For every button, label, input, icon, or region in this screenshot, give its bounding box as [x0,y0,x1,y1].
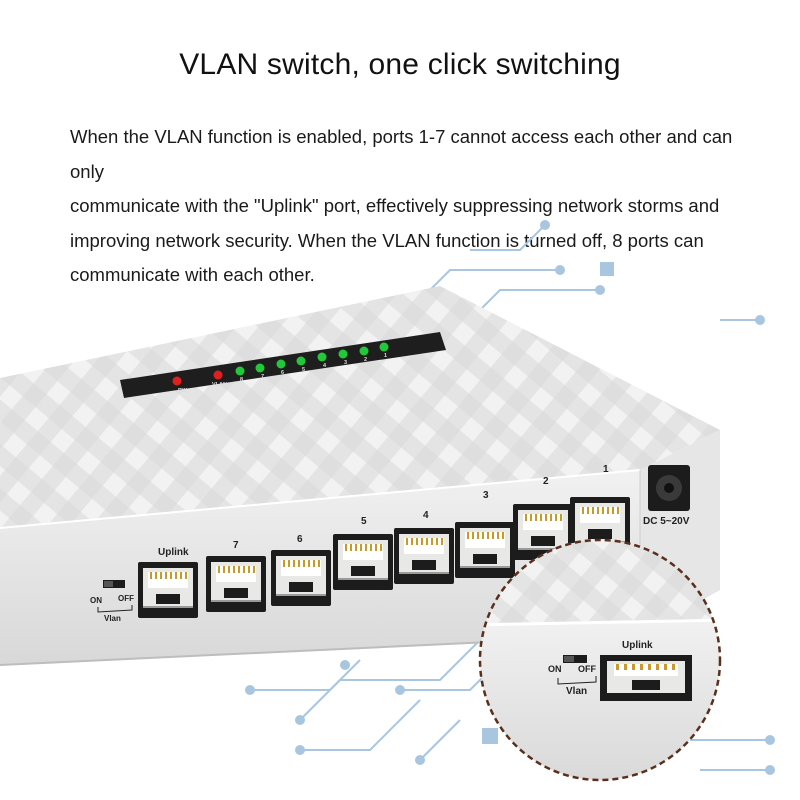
ethernet-port-6 [271,550,331,606]
description-line: improving network security. When the VLA… [70,229,704,251]
inset-on-label: ON [548,664,562,674]
description-line: When the VLAN function is enabled, ports… [70,126,733,182]
led-label: 5 [302,367,305,373]
inset-vlan-label: Vlan [566,686,587,697]
port-label: 6 [297,534,303,545]
network-switch: PW VLAN 8 7 6 5 4 3 2 1 Uplink 7 6 5 [0,286,720,666]
page-title: VLAN switch, one click switching [179,48,621,81]
ethernet-port-5 [333,534,393,590]
vlan-toggle-labels: ON OFF Vlan [90,594,134,623]
dc-power-jack [648,465,690,511]
description-line: communicate with each other. [70,264,315,285]
led-label: 3 [344,360,347,366]
led-label: PW [178,388,188,394]
ethernet-port-4 [394,528,454,584]
vlan-name-label: Vlan [104,614,121,623]
port-label: 4 [423,510,429,521]
ethernet-port-3 [455,522,515,578]
ethernet-port-uplink [138,562,198,618]
inset-vlan-toggle [563,655,587,663]
led-indicators [172,342,389,386]
vlan-off-label: OFF [118,594,134,603]
vlan-toggle-switch [103,580,125,588]
led-label: VLAN [212,382,227,388]
ethernet-port-7 [206,556,266,612]
port-label-uplink: Uplink [158,547,189,558]
led-label: 2 [364,357,367,363]
power-label: DC 5~20V [643,516,690,527]
inset-labels: Uplink ON OFF Vlan [548,640,653,697]
led-label: 1 [384,353,387,359]
led-label: 8 [240,377,243,383]
inset-uplink-label: Uplink [622,640,653,651]
led-labels: PW VLAN 8 7 6 5 4 3 2 1 [178,353,387,394]
circuit-nodes [245,220,775,775]
description: When the VLAN function is enabled, ports… [70,120,770,293]
led-label: 7 [261,374,264,380]
description-line: communicate with the "Uplink" port, effe… [70,195,720,216]
inset-off-label: OFF [578,664,596,674]
port-label: 3 [483,490,489,501]
vlan-on-label: ON [90,596,102,605]
port-label: 7 [233,540,239,551]
port-label: 5 [361,516,367,527]
led-label: 4 [323,363,327,369]
led-label: 6 [281,370,284,376]
port-label: 1 [603,464,609,475]
port-labels: Uplink 7 6 5 4 3 2 1 [158,464,609,558]
port-label: 2 [543,476,549,487]
